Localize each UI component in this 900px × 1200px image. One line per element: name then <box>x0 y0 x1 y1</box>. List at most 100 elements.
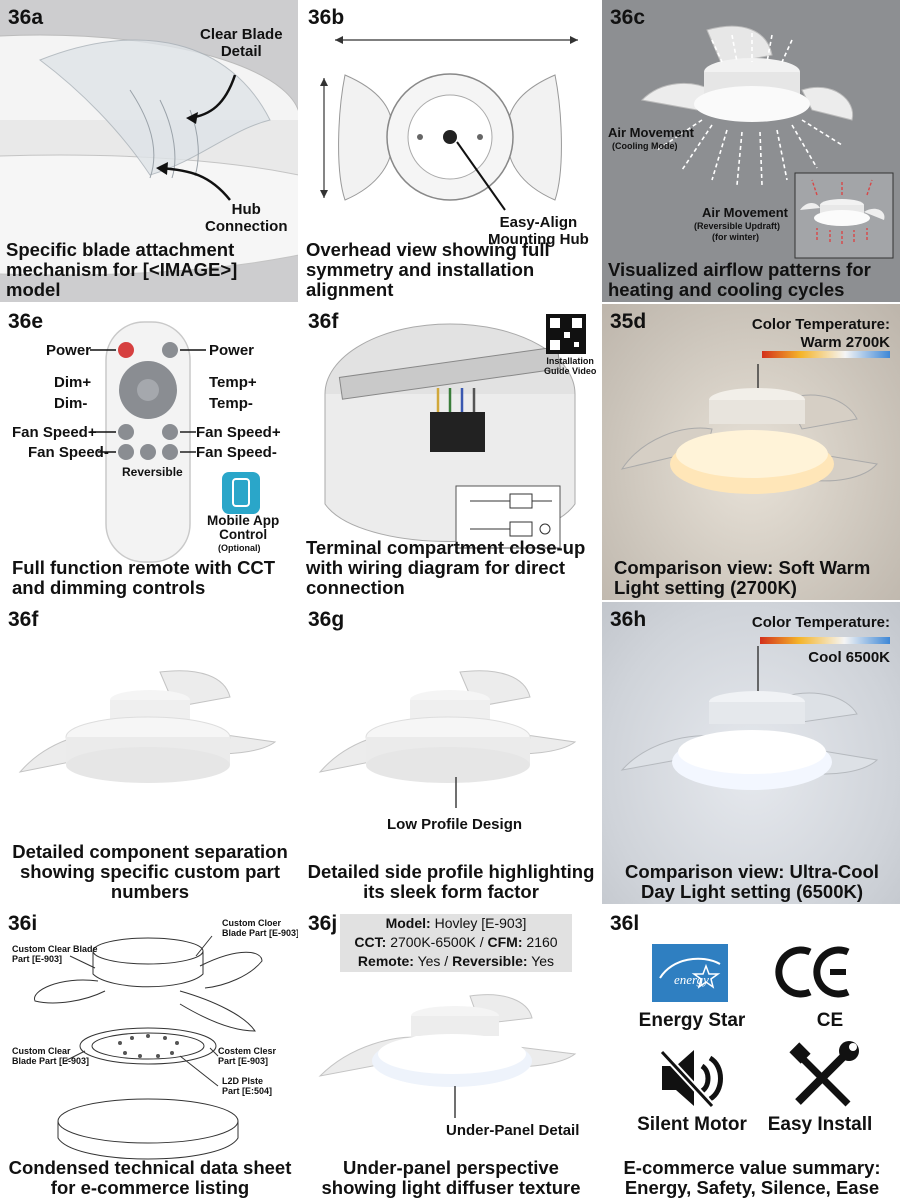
panel-caption: Full function remote with CCT and dimmin… <box>12 557 276 598</box>
feature-icons: energy <box>652 944 859 1109</box>
panel-label: 36h <box>610 608 647 631</box>
led-plate-annotation: L2D Plste Part [E:504] <box>222 1076 273 1096</box>
dim-up-label: Dim+ <box>54 374 92 391</box>
panel-label: 36g <box>308 608 345 631</box>
overhead-view-illustration <box>320 36 578 211</box>
blade-part-annotation-mid-left: Custom Clear Blade Part [E-903] <box>12 1046 90 1066</box>
spec-cct-value: 2700K-6500K <box>390 934 476 950</box>
ce-mark-icon <box>775 946 850 998</box>
clear-blade-annotation: Clear Blade Detail <box>200 26 283 60</box>
blade-part-annotation-top-right: Custom Cloer Blade Part [E-903] <box>222 918 298 938</box>
spec-cfm-key: CFM: <box>487 934 523 950</box>
color-temperature-value: Warm 2700K <box>800 334 891 351</box>
panel-caption: Comparison view: Soft Warm Light setting… <box>614 557 871 598</box>
mobile-app-optional: (Optional) <box>218 543 261 553</box>
spec-remote-row: Remote: Yes / Reversible: Yes <box>357 953 555 969</box>
blade-part-annotation-top-left: Custom Clear Blade Part [E-903] <box>12 944 98 964</box>
spec-model-row: Model: Hovley [E-903] <box>340 914 572 933</box>
muted-speaker-icon <box>659 1049 723 1109</box>
color-temperature-title: Color Temperature: <box>751 316 890 333</box>
temp-down-label: Temp- <box>209 395 253 412</box>
panel-36f-components: 36f Detailed component separation showin… <box>0 602 298 904</box>
airflow-illustration <box>640 25 894 259</box>
part-annotation-mid-right: Costem Clesr Part [E-903] <box>218 1046 277 1066</box>
reversible-label: Reversible <box>122 465 183 479</box>
warm-light-illustration <box>620 351 890 494</box>
panel-label: 36c <box>610 6 646 29</box>
easy-install-label: Easy Install <box>767 1114 873 1135</box>
panel-36a: 36a Clear Blade Detail Hub Connection Sp… <box>0 0 298 302</box>
cool-light-illustration <box>620 637 890 790</box>
svg-text:energy: energy <box>674 972 709 987</box>
panel-caption: Terminal compartment close-up with wirin… <box>306 537 586 598</box>
panel-caption: Detailed side profile highlighting its s… <box>307 861 595 902</box>
blade-attachment-illustration <box>0 34 298 276</box>
under-panel-illustration <box>318 994 577 1118</box>
temp-up-label: Temp+ <box>209 374 257 391</box>
cooling-airflow-title: Air Movement <box>608 125 694 140</box>
panel-label: 36i <box>8 912 38 935</box>
panel-36c: 36c Air Movement (Cooling Mode) Air Move… <box>602 0 900 302</box>
panel-caption: Visualized airflow patterns for heating … <box>608 259 871 300</box>
fan-speed-down-right-label: Fan Speed- <box>196 444 277 461</box>
panel-label: 36b <box>308 6 345 29</box>
tools-icon <box>789 1041 859 1107</box>
spec-remote-key: Remote: <box>357 953 414 969</box>
panel-label: 36f <box>308 310 339 333</box>
exploded-diagram-illustration <box>34 935 263 1160</box>
ce-label: CE <box>816 1010 844 1031</box>
heating-airflow-title: Air Movement <box>702 205 788 220</box>
spec-model-value: Hovley [E-903] <box>434 915 527 931</box>
panel-caption: Condensed technical data sheet for e-com… <box>8 1157 292 1198</box>
panel-label: 36a <box>8 6 44 29</box>
energy-star-label: Energy Star <box>638 1010 746 1031</box>
panel-36h: 36h Color Temperature: Cool 6500K Compar… <box>602 602 900 904</box>
spec-cct-cfm-row: CCT: 2700K-6500K / CFM: 2160 <box>354 934 558 950</box>
dim-down-label: Dim- <box>54 395 88 412</box>
panel-36g: 36g Low Profile Design Detailed side pro… <box>300 602 600 904</box>
low-profile-illustration <box>318 670 577 808</box>
panel-label: 35d <box>610 310 647 333</box>
panel-caption: Comparison view: Ultra-Cool Day Light se… <box>625 861 879 902</box>
color-temperature-value: Cool 6500K <box>808 649 890 666</box>
panel-36i: 36i Custom Cloer Blade Part [E-903] Cust… <box>0 906 298 1200</box>
power-right-label: Power <box>209 342 255 359</box>
terminal-compartment-illustration <box>324 314 586 549</box>
spec-summary-box: Model: Hovley [E-903] CCT: 2700K-6500K /… <box>340 914 572 972</box>
low-profile-annotation: Low Profile Design <box>387 816 523 833</box>
panel-36j: 36j Model: Hovley [E-903] CCT: 2700K-650… <box>300 906 600 1200</box>
spec-model-key: Model: <box>385 915 431 931</box>
mounting-hub-annotation: Easy-Align Mounting Hub <box>488 214 589 248</box>
fan-speed-down-left-label: Fan Speed- <box>28 444 109 461</box>
panel-label: 36e <box>8 310 44 333</box>
panel-label: 36f <box>8 608 39 631</box>
panel-caption: Overhead view showing full symmetry and … <box>306 239 550 300</box>
color-temperature-title: Color Temperature: <box>751 614 890 631</box>
panel-36f-terminal: 36f Installation Guide Video Terminal co… <box>300 304 600 600</box>
spec-cfm-value: 2160 <box>526 934 558 950</box>
panel-36e: 36e Power Dim+ Dim- Fan Speed+ Fan Speed… <box>0 304 298 600</box>
panel-caption: Under-panel perspective showing light di… <box>321 1157 581 1198</box>
silent-motor-label: Silent Motor <box>637 1114 747 1135</box>
panel-caption: E-commerce value summary: Energy, Safety… <box>623 1157 881 1198</box>
spec-remote-value: Yes <box>417 953 441 969</box>
heating-airflow-note: (for winter) <box>712 232 759 242</box>
spec-reversible-key: Reversible: <box>452 953 528 969</box>
panel-36l: 36l energy <box>602 906 900 1200</box>
remote-control-illustration <box>90 321 260 563</box>
panel-36b: 36b Easy-Align Mounting Hub Overhead vie… <box>300 0 600 302</box>
panel-label: 36j <box>308 912 338 935</box>
fan-side-view-illustration <box>18 670 277 783</box>
spec-cct-key: CCT: <box>354 934 387 950</box>
cooling-airflow-subtitle: (Cooling Mode) <box>612 141 678 151</box>
fan-speed-up-left-label: Fan Speed+ <box>12 424 97 441</box>
under-panel-annotation: Under-Panel Detail <box>446 1122 580 1139</box>
fan-speed-up-right-label: Fan Speed+ <box>196 424 281 441</box>
mobile-app-label: Mobile App Control <box>207 513 280 542</box>
panel-label: 36l <box>610 912 640 935</box>
qr-installation-label: Installation Guide Video <box>544 356 597 376</box>
hub-connection-annotation: Hub Connection <box>205 201 288 235</box>
spec-reversible-value: Yes <box>531 953 555 969</box>
panel-35d: 35d Color Temperature: Warm 2700K Compar… <box>602 304 900 600</box>
